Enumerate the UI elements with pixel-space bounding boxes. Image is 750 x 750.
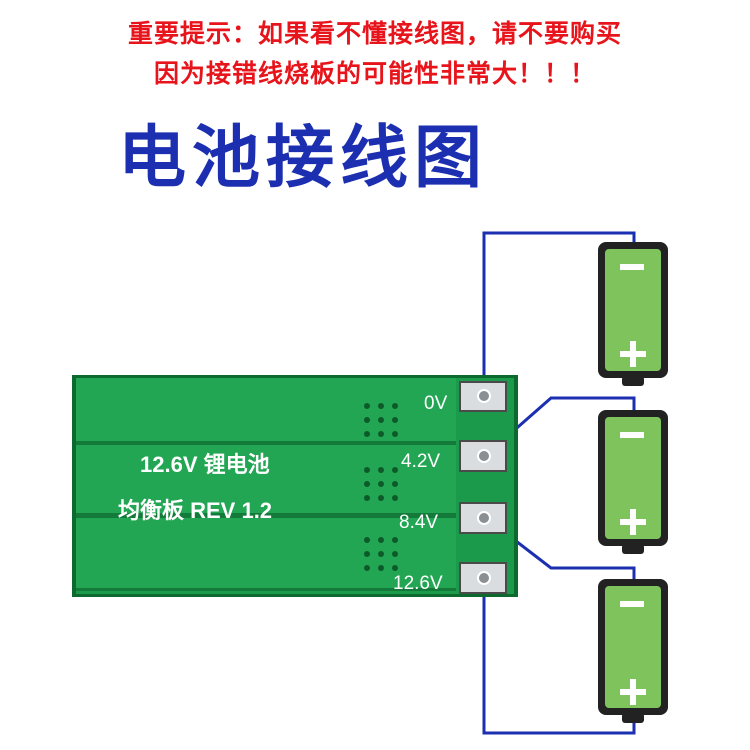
wire-8-4v bbox=[485, 516, 636, 585]
terminal-label-12-6v: 12.6V bbox=[393, 573, 443, 594]
battery-2 bbox=[598, 410, 668, 554]
pad-12-6v bbox=[459, 562, 507, 594]
pad-0v bbox=[459, 381, 507, 412]
notice-line-1: 重要提示：如果看不懂接线图，请不要购买 bbox=[127, 19, 622, 48]
notice-line-2: 因为接错线烧板的可能性非常大！！！ bbox=[153, 59, 596, 88]
terminal-label-0v: 0V bbox=[424, 393, 448, 414]
solder-pads bbox=[459, 381, 507, 594]
battery-1 bbox=[598, 242, 668, 386]
board-label-line1: 12.6V 锂电池 bbox=[140, 452, 270, 477]
board-label-line2: 均衡板 REV 1.2 bbox=[118, 498, 272, 523]
wire-12-6v bbox=[482, 580, 636, 735]
balance-board: 12.6V 锂电池 均衡板 REV 1.2 0V 4.2V 8.4V 12.6V bbox=[72, 375, 518, 597]
battery-3-positive-icon bbox=[620, 679, 646, 705]
battery-3-negative-icon bbox=[620, 601, 644, 607]
battery-3 bbox=[598, 579, 668, 723]
wires bbox=[482, 231, 636, 735]
battery-2-negative-icon bbox=[620, 432, 644, 438]
wire-4-2v bbox=[485, 396, 636, 457]
pad-8-4v bbox=[459, 502, 507, 534]
terminal-label-8-4v: 8.4V bbox=[399, 512, 438, 533]
page-title: 电池接线图 bbox=[118, 118, 489, 198]
pcb-vias bbox=[364, 403, 398, 571]
battery-1-negative-icon bbox=[620, 264, 644, 270]
battery-2-positive-icon bbox=[620, 509, 646, 535]
wire-0v bbox=[482, 231, 636, 392]
pad-4-2v bbox=[459, 440, 507, 472]
pcb-traces bbox=[76, 378, 456, 591]
battery-1-positive-icon bbox=[620, 341, 646, 367]
terminal-label-4-2v: 4.2V bbox=[401, 451, 440, 472]
